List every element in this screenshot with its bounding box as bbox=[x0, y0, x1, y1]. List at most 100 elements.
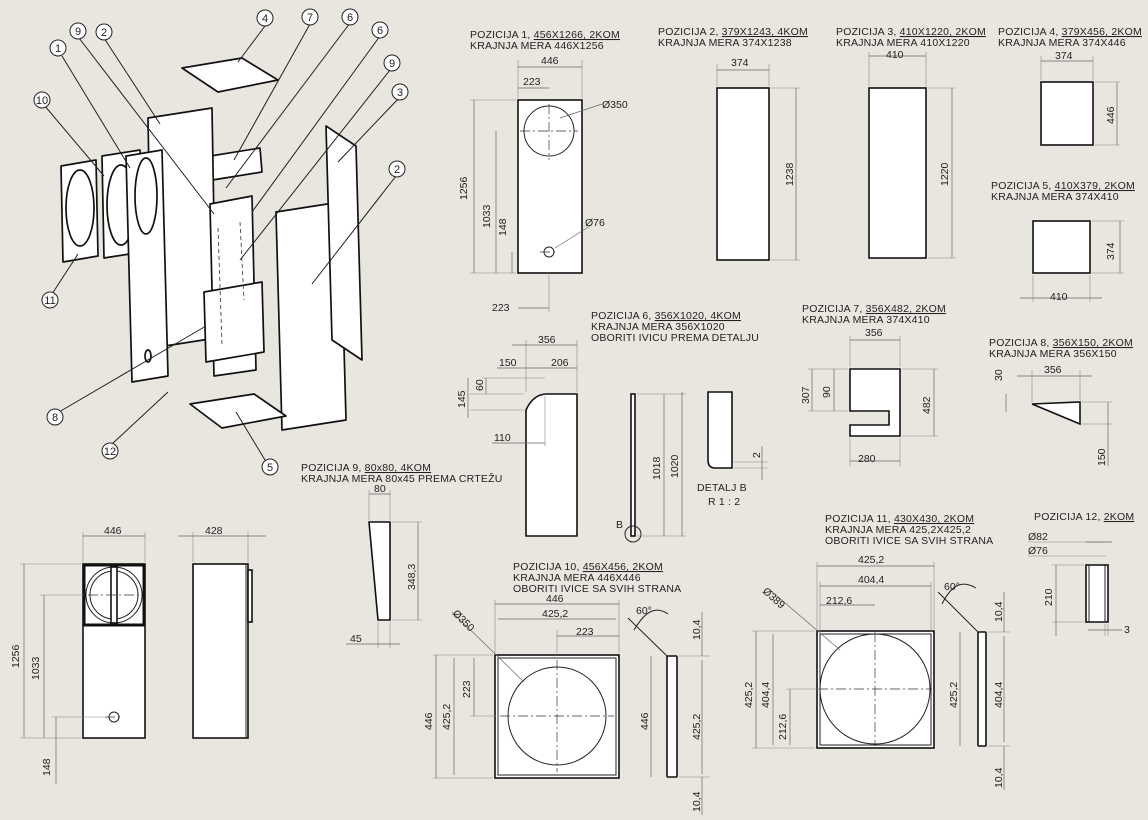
dim-text: 60° bbox=[636, 605, 652, 617]
dim-text: 374 bbox=[1055, 50, 1073, 62]
iso-part-10-ring bbox=[65, 169, 95, 247]
part-1-view: POZICIJA 1, 456X1266, 2KOM KRAJNJA MERA … bbox=[458, 29, 628, 314]
dim-text: 1033 bbox=[481, 204, 493, 228]
dim-text: 307 bbox=[800, 386, 812, 404]
part-8-title: POZICIJA 8, 356X150, 2KOM bbox=[989, 337, 1133, 349]
part-10-chamfer-angle bbox=[633, 609, 669, 631]
callout-number: 4 bbox=[262, 13, 268, 25]
part-3-outline bbox=[868, 87, 927, 259]
assembly-front-view: 446 1256 1033 148 bbox=[10, 525, 146, 784]
callout-balloon bbox=[95, 23, 113, 41]
dim-text: 60° bbox=[944, 581, 960, 593]
part-3-view: POZICIJA 3, 410X1220, 2KOM KRAJNJA MERA … bbox=[836, 26, 986, 259]
part-11-view: POZICIJA 11, 430X430, 2KOM KRAJNJA MERA … bbox=[743, 513, 1010, 790]
part-9-final-size: KRAJNJA MERA 80x45 PREMA CRTEŽU bbox=[301, 472, 502, 485]
part-8-view: POZICIJA 8, 356X150, 2KOM KRAJNJA MERA 3… bbox=[989, 337, 1133, 466]
callout-balloon bbox=[391, 83, 409, 101]
dim-text: 110 bbox=[494, 432, 511, 444]
iso-part-5 bbox=[189, 393, 287, 429]
callout-balloon bbox=[46, 408, 64, 426]
dim-text: 404,4 bbox=[858, 574, 884, 586]
assembly-side-baffle bbox=[247, 569, 253, 623]
iso-part-2-front bbox=[275, 201, 347, 431]
dim-text: 1033 bbox=[30, 656, 42, 680]
part-7-view: POZICIJA 7, 356X482, 2KOM KRAJNJA MERA 3… bbox=[800, 303, 946, 466]
dim-text: 212,6 bbox=[826, 595, 852, 607]
part-12-bore bbox=[1088, 564, 1106, 623]
dim-text: 148 bbox=[497, 218, 509, 236]
part-9-outline bbox=[368, 521, 391, 621]
part-4-final-size: KRAJNJA MERA 374X446 bbox=[998, 37, 1126, 49]
dim-text: 10,4 bbox=[691, 791, 703, 812]
dim-text: 45 bbox=[350, 633, 362, 645]
callout-number: 9 bbox=[75, 26, 81, 38]
detail-b-view bbox=[707, 391, 733, 469]
dim-text: 280 bbox=[858, 453, 876, 465]
dim-text: Ø350 bbox=[602, 99, 628, 111]
part-1-title: POZICIJA 1, 456X1266, 2KOM bbox=[470, 29, 620, 41]
callout-balloon bbox=[33, 91, 51, 109]
part-12-title: POZICIJA 12, 2KOM bbox=[1034, 511, 1134, 523]
callout-balloon bbox=[341, 8, 359, 26]
dim-text: 356 bbox=[538, 334, 556, 346]
part-2-final-size: KRAJNJA MERA 374X1238 bbox=[658, 37, 792, 49]
dim-text: Ø350 bbox=[450, 608, 477, 635]
iso-part-7 bbox=[203, 281, 265, 363]
dim-text: 425,2 bbox=[441, 704, 453, 730]
callout-balloon bbox=[69, 22, 87, 40]
dim-text: 10,4 bbox=[993, 767, 1005, 788]
part-12-view: POZICIJA 12, 2KOM Ø82 Ø76 210 3 bbox=[1028, 511, 1134, 636]
dim-text: 425,2 bbox=[542, 608, 568, 620]
dim-text: Ø76 bbox=[1028, 545, 1048, 557]
callout-number: 7 bbox=[307, 12, 313, 24]
dim-text: 30 bbox=[993, 369, 1005, 381]
part-8-outline bbox=[1031, 401, 1081, 426]
dim-text: 150 bbox=[1096, 448, 1108, 466]
dim-text: 212,6 bbox=[777, 714, 789, 740]
dim-text: 404,4 bbox=[993, 682, 1005, 708]
part-4-view: POZICIJA 4, 379X456, 2KOM KRAJNJA MERA 3… bbox=[998, 26, 1142, 146]
part-5-final-size: KRAJNJA MERA 374X410 bbox=[991, 191, 1119, 203]
dim-text: 223 bbox=[461, 680, 473, 698]
dim-text: 80 bbox=[374, 483, 386, 495]
part-6-view: POZICIJA 6, 356X1020, 4KOM KRAJNJA MERA … bbox=[456, 310, 768, 543]
dim-text: 410 bbox=[1050, 291, 1068, 303]
detail-b-label: DETALJ B bbox=[697, 482, 747, 494]
dim-text: 210 bbox=[1043, 588, 1055, 606]
part-5-outline bbox=[1032, 220, 1091, 274]
dim-text: Ø389 bbox=[760, 585, 787, 611]
dim-text: 356 bbox=[1044, 364, 1062, 376]
part-5-title: POZICIJA 5, 410X379, 2KOM bbox=[991, 180, 1135, 192]
part-11-edge-view bbox=[977, 631, 987, 747]
dim-text: 356 bbox=[865, 327, 883, 339]
iso-hidden-edge bbox=[239, 221, 245, 301]
callout-balloon bbox=[383, 54, 401, 72]
part-2-view: POZICIJA 2, 379X1243, 4KOM KRAJNJA MERA … bbox=[658, 26, 808, 261]
part-6-note: OBORITI IVICU PREMA DETALJU bbox=[591, 332, 759, 344]
dim-text: 428 bbox=[205, 525, 223, 537]
callout-number: 2 bbox=[101, 27, 107, 39]
callout-balloon bbox=[256, 9, 274, 27]
part-11-outline bbox=[816, 630, 935, 749]
dim-text: 446 bbox=[541, 55, 559, 67]
part-6-edge-view bbox=[630, 393, 636, 537]
part-10-final-size: KRAJNJA MERA 446X446 bbox=[513, 572, 641, 584]
part-11-chamfer-angle bbox=[941, 583, 977, 605]
callout-balloon bbox=[41, 291, 59, 309]
dim-text: 150 bbox=[499, 357, 517, 369]
callout-balloon bbox=[301, 8, 319, 26]
dim-text: 223 bbox=[576, 626, 594, 638]
dim-text: 223 bbox=[523, 76, 541, 88]
callout-balloon bbox=[49, 39, 67, 57]
part-2-title: POZICIJA 2, 379X1243, 4KOM bbox=[658, 26, 808, 38]
part-10-title: POZICIJA 10, 456X456, 2KOM bbox=[513, 561, 663, 573]
iso-part-4 bbox=[181, 57, 279, 93]
dim-text: 60 bbox=[474, 379, 486, 391]
dim-text: 425,2 bbox=[691, 714, 703, 740]
part-10-chamfer bbox=[497, 657, 617, 776]
part-11-final-size: KRAJNJA MERA 425,2X425,2 bbox=[825, 524, 971, 536]
part-11-title: POZICIJA 11, 430X430, 2KOM bbox=[825, 513, 974, 525]
part-6-title: POZICIJA 6, 356X1020, 4KOM bbox=[591, 310, 741, 322]
